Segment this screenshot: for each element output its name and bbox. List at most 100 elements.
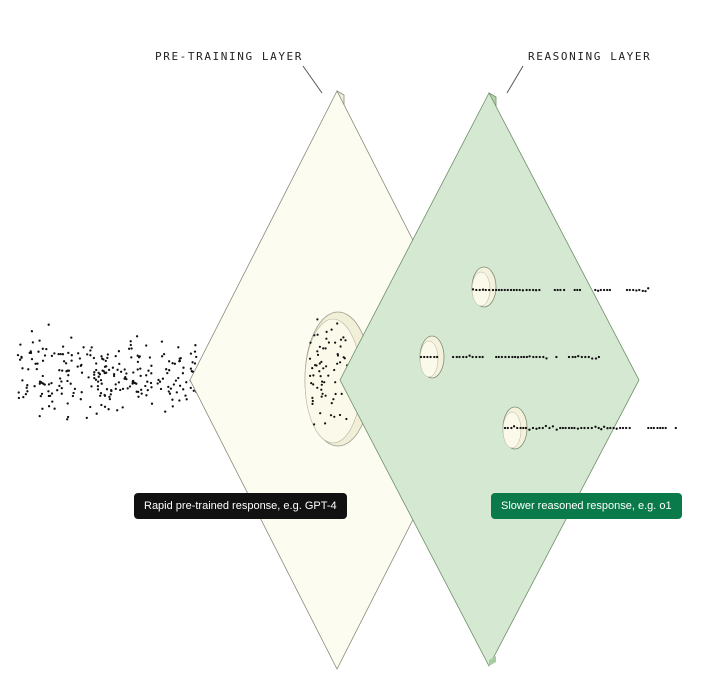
stream-dot	[591, 357, 594, 360]
input-dot	[90, 385, 93, 388]
stream-dot	[451, 355, 455, 359]
stream-dot	[574, 355, 577, 359]
stream-dot	[500, 355, 504, 359]
stream-dot	[544, 424, 548, 428]
stream-dot	[541, 426, 544, 430]
lens-dot	[336, 322, 339, 325]
input-dot	[77, 352, 80, 355]
input-dot	[26, 390, 29, 393]
input-dot	[41, 374, 44, 378]
input-dot	[173, 362, 177, 365]
lens-dot	[311, 399, 314, 403]
input-dot	[107, 408, 110, 411]
input-dot	[21, 367, 24, 370]
input-dot	[38, 339, 41, 342]
input-dot	[139, 374, 142, 378]
input-dot	[93, 376, 96, 380]
stream-dot	[597, 355, 601, 359]
input-dot	[39, 394, 42, 398]
stream-dot	[576, 288, 579, 292]
stream-dot	[632, 288, 635, 292]
stream-dot	[518, 288, 521, 292]
input-dot	[58, 369, 61, 372]
input-dot	[114, 383, 117, 386]
input-dot	[67, 374, 70, 377]
lens-dot	[323, 381, 326, 384]
input-dot	[17, 396, 21, 400]
stream-dot	[561, 426, 565, 430]
stream-dot	[577, 354, 580, 358]
input-dot	[111, 366, 115, 369]
stream-dot	[478, 355, 481, 359]
input-dot	[99, 394, 102, 397]
input-dot	[27, 368, 30, 371]
stream-dot	[513, 355, 517, 359]
input-dot	[184, 394, 187, 397]
input-dot	[41, 347, 44, 350]
input-dot	[66, 402, 69, 405]
lens-dot	[318, 370, 321, 373]
input-dot	[20, 356, 23, 359]
input-dot	[112, 374, 116, 378]
input-dot	[167, 390, 170, 393]
lens-dot	[339, 345, 342, 348]
stream-dot	[478, 288, 481, 292]
input-dot	[117, 350, 121, 353]
input-dot	[144, 384, 147, 388]
stream-dot	[519, 426, 522, 430]
stream-dot	[596, 289, 600, 292]
lens-dot	[312, 383, 315, 386]
input-dot	[146, 380, 149, 383]
reasoning-hole-middle	[419, 335, 445, 379]
input-dot	[100, 403, 103, 407]
lens-dot	[345, 417, 348, 421]
input-dot	[114, 387, 117, 391]
input-dot	[135, 390, 138, 393]
stream-dot	[481, 355, 484, 359]
input-dot	[189, 386, 192, 390]
lens-dot	[316, 386, 319, 389]
stream-dot	[497, 288, 501, 292]
input-dot	[162, 352, 166, 356]
lens-dot	[316, 333, 319, 336]
lens-dot	[311, 402, 314, 405]
input-dot	[22, 395, 25, 399]
stream-dot	[641, 289, 644, 293]
input-dot	[59, 352, 62, 356]
stream-dot	[597, 426, 600, 430]
input-dot	[103, 405, 107, 408]
stream-dot	[647, 287, 650, 290]
input-dot	[195, 355, 198, 359]
stream-dot	[500, 288, 503, 292]
lens-dot	[336, 362, 339, 365]
lens-dot	[339, 361, 342, 364]
reasoning-panel-face	[339, 92, 640, 667]
stream-dot	[458, 355, 461, 359]
input-dot	[24, 392, 28, 396]
lens-dot	[320, 388, 323, 391]
stream-dot	[545, 357, 548, 360]
stream-dot	[551, 425, 555, 428]
stream-dot	[534, 289, 538, 292]
input-dot	[171, 362, 174, 365]
stream-dot	[426, 355, 429, 359]
input-dot	[50, 392, 54, 395]
input-dot	[167, 385, 170, 389]
input-dot	[47, 383, 51, 386]
input-dot	[40, 392, 44, 396]
lens-dot	[313, 334, 316, 337]
input-dot	[130, 347, 133, 350]
input-dot	[100, 382, 103, 385]
input-dot	[191, 361, 194, 364]
input-dot	[160, 340, 164, 343]
stream-dot	[584, 355, 587, 359]
stream-dot	[602, 425, 606, 428]
input-dot	[137, 356, 141, 359]
input-dot	[30, 330, 34, 333]
input-dot	[105, 371, 108, 374]
lens-dot	[320, 383, 323, 386]
input-dot	[106, 353, 110, 356]
stream-dot	[506, 288, 509, 292]
input-dot	[127, 347, 131, 350]
input-dot	[123, 368, 126, 371]
